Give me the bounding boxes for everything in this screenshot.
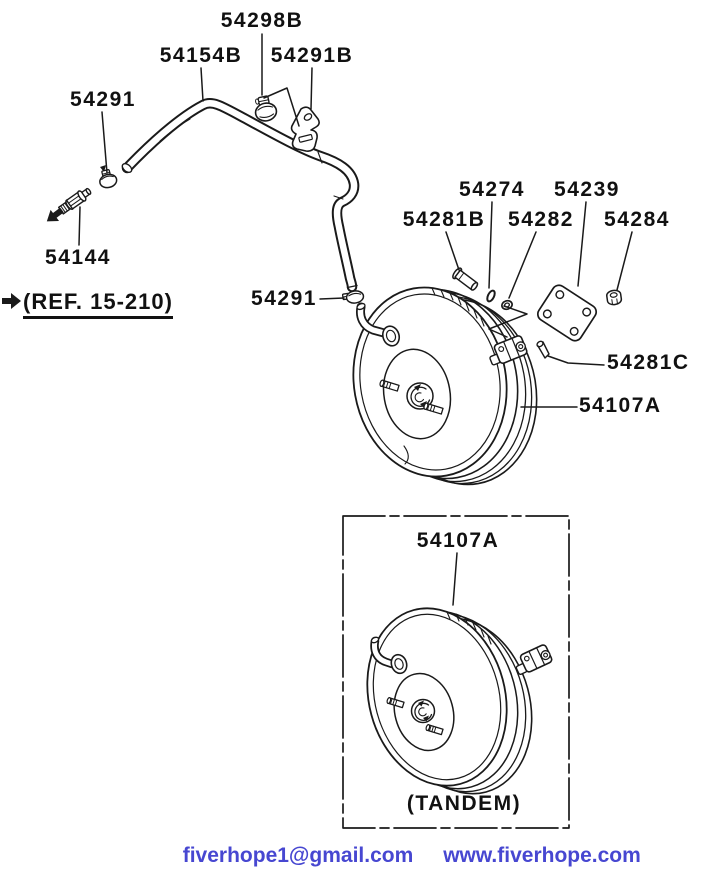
part-label-54298B: 54298B [220, 9, 304, 32]
clip-54274-drawing [486, 289, 496, 302]
part-label-54154B: 54154B [159, 44, 243, 67]
mounting-stud [425, 724, 443, 735]
part-label-54281C: 54281C [607, 351, 690, 374]
ref-note: (REF. 15-210) [23, 289, 173, 319]
clevis-pin-drawing [451, 267, 479, 293]
mounting-stud [379, 380, 399, 392]
rim-knurling [447, 612, 491, 644]
part-label-54239: 54239 [554, 178, 620, 201]
part-label-54144: 54144 [45, 246, 111, 269]
tandem-booster-drawing [348, 592, 553, 809]
hose-clamp-top-drawing [253, 95, 279, 123]
part-label-54284: 54284 [604, 208, 670, 231]
part-label-54291-left: 54291 [70, 88, 136, 111]
hose-clamp-mid-drawing [342, 290, 364, 305]
main-booster-drawing [339, 275, 551, 496]
part-label-54107A: 54107A [579, 394, 662, 417]
vacuum-hose-drawing [121, 103, 357, 287]
hose-bracket-drawing [292, 107, 320, 151]
part-label-54274: 54274 [459, 178, 525, 201]
part-label-54107A-inset: 54107A [416, 529, 500, 552]
rim-knurling [432, 288, 484, 326]
part-label-54282: 54282 [508, 208, 574, 231]
hose-clamp-left-drawing [97, 165, 118, 189]
part-label-54291-mid: 54291 [251, 287, 317, 310]
snap-pin-drawing [536, 340, 549, 358]
pushrod-clevis-drawing [512, 644, 553, 677]
inset-caption-tandem: (TANDEM) [406, 792, 522, 815]
mounting-stud [423, 403, 443, 415]
pushrod-clevis-drawing [486, 335, 528, 368]
footer-website-link[interactable]: www.fiverhope.com [443, 844, 641, 867]
mounting-stud [386, 697, 404, 708]
direction-arrow-icon [46, 207, 64, 222]
part-label-54291B: 54291B [270, 44, 354, 67]
gasket-drawing [535, 283, 599, 344]
fitting-54144-drawing [58, 186, 93, 216]
part-label-54281B: 54281B [402, 208, 486, 231]
nut-drawing [606, 289, 622, 305]
ref-arrow-icon [2, 293, 21, 309]
leader-lines [79, 34, 632, 605]
inset-box [343, 516, 569, 828]
footer-email-link[interactable]: fiverhope1@gmail.com [182, 844, 414, 867]
